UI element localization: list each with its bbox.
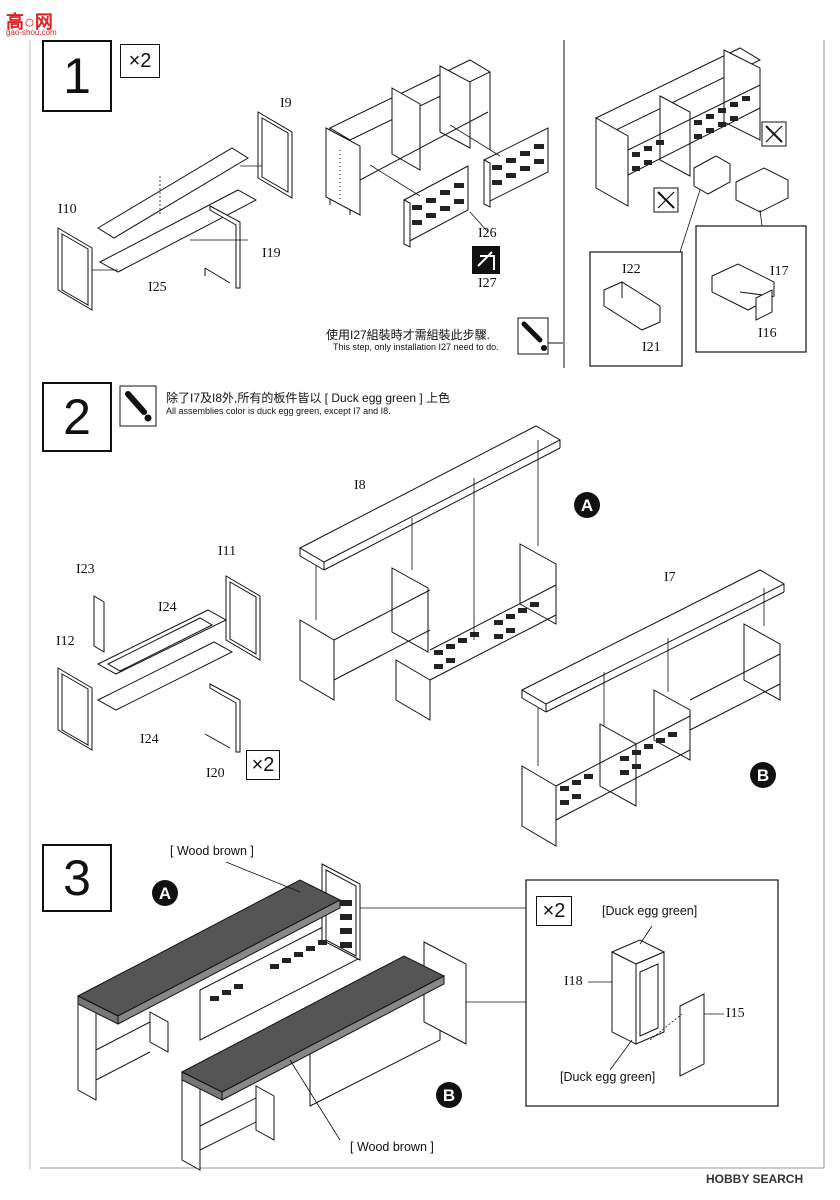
part-label-i25: I25 xyxy=(148,280,167,295)
part-label-i26: I26 xyxy=(478,226,497,241)
part-label-i9: I9 xyxy=(280,96,292,111)
color-note-wood-brown-bottom: [ Wood brown ] xyxy=(350,1140,434,1154)
quantity-multiplier-3: ×2 xyxy=(536,896,572,926)
step-number-1: 1 xyxy=(42,40,112,112)
part-label-i24-lower: I24 xyxy=(140,732,159,747)
part-label-i17: I17 xyxy=(770,264,789,279)
quantity-multiplier-1: ×2 xyxy=(120,44,160,78)
part-label-i27: I27 xyxy=(478,276,497,291)
step-number-3: 3 xyxy=(42,844,112,912)
part-label-i19: I19 xyxy=(262,246,281,261)
assembly-marker-a: A xyxy=(152,880,178,906)
inset-color-note-bottom: [Duck egg green] xyxy=(560,1070,656,1084)
part-label-i24-upper: I24 xyxy=(158,600,177,615)
step1-note-english: This step, only installation I27 need to… xyxy=(333,342,499,352)
watermark-url: gao-shou.com xyxy=(6,28,57,37)
step2-note-english: All assemblies color is duck egg green, … xyxy=(166,406,391,416)
part-label-i16: I16 xyxy=(758,326,777,341)
part-label-i11: I11 xyxy=(218,544,237,559)
part-label-i21: I21 xyxy=(642,340,661,355)
assembly-marker-b: B xyxy=(436,1082,462,1108)
part-label-i12: I12 xyxy=(56,634,75,649)
step2-note-chinese: 除了I7及I8外,所有的板件皆以 [ Duck egg green ] 上色 xyxy=(166,391,451,405)
subassembly-marker-b: B xyxy=(750,762,776,788)
part-label-i22: I22 xyxy=(622,262,641,277)
part-label-i15: I15 xyxy=(726,1006,745,1021)
quantity-multiplier-2: ×2 xyxy=(246,750,280,780)
watermark-logo: 高○网 xyxy=(6,12,53,32)
inset-color-note-top: [Duck egg green] xyxy=(602,904,698,918)
part-label-i7: I7 xyxy=(664,570,676,585)
part-label-i18: I18 xyxy=(564,974,583,989)
part-label-i8: I8 xyxy=(354,478,366,493)
part-label-i20: I20 xyxy=(206,766,225,781)
hobby-search-watermark: HOBBY SEARCH xyxy=(706,1172,804,1186)
color-note-wood-brown-top: [ Wood brown ] xyxy=(170,844,254,858)
step1-note-chinese: 使用I27組裝時才需組裝此步驟. xyxy=(326,328,491,342)
part-label-i23: I23 xyxy=(76,562,95,577)
step-number-2: 2 xyxy=(42,382,112,452)
subassembly-marker-a: A xyxy=(574,492,600,518)
part-label-i10: I10 xyxy=(58,202,77,217)
